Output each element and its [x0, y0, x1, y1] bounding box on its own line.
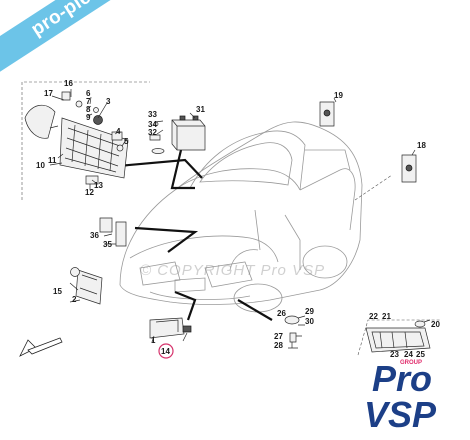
highlight-ring [158, 343, 174, 359]
callout-3: 3 [106, 97, 111, 106]
relay-group [99, 217, 127, 247]
repeater-group [319, 97, 417, 201]
callout-5: 5 [124, 137, 129, 146]
callout-33: 33 [148, 110, 157, 119]
logo-pro-text: Pro [372, 358, 433, 399]
callout-14: 14 [161, 347, 170, 356]
logo-group-text: GROUP [400, 360, 423, 366]
bulb [93, 115, 103, 125]
callout-27: 27 [274, 332, 283, 341]
lamp-reflector [24, 104, 56, 139]
callout-18: 18 [417, 141, 426, 150]
callout-17: 17 [44, 89, 53, 98]
callout-15: 15 [53, 287, 62, 296]
callout-10: 10 [36, 161, 45, 170]
callout-25: 25 [416, 350, 425, 359]
callout-numbers: 1 2 3 4 5 6 7 8 9 10 11 12 13 14 15 16 1… [36, 79, 440, 359]
callout-30: 30 [305, 317, 314, 326]
callout-8: 8 [86, 105, 91, 114]
callout-28: 28 [274, 341, 283, 350]
headlamp-leader-lines [49, 89, 127, 190]
callout-31: 31 [196, 105, 205, 114]
plate-light-group [284, 315, 306, 349]
callout-36: 36 [90, 231, 99, 240]
fog-lamp-group [69, 267, 103, 305]
front-arrow-icon [19, 337, 63, 357]
car-body-outline [119, 121, 363, 313]
callout-4: 4 [116, 127, 121, 136]
callout-35: 35 [103, 240, 112, 249]
callout-12: 12 [85, 188, 94, 197]
callout-19: 19 [334, 91, 343, 100]
callout-9: 9 [86, 113, 91, 122]
screw [75, 100, 83, 108]
logo-vsp-text: VSP [364, 394, 437, 435]
callout-34: 34 [148, 120, 157, 129]
callout-13: 13 [94, 181, 103, 190]
indicator-lens [149, 317, 185, 339]
rear-lamp-group [357, 319, 440, 356]
copyright-watermark: © COPYRIGHT Pro VSP [140, 262, 326, 279]
callout-16: 16 [64, 79, 73, 88]
headlamp-assembly [21, 81, 150, 200]
plate-lamp [284, 315, 300, 325]
callout-11: 11 [48, 156, 57, 165]
callout-21: 21 [382, 312, 391, 321]
location-pointers [117, 149, 273, 321]
relay-a [99, 217, 113, 233]
callout-29: 29 [305, 307, 314, 316]
relay-b [115, 221, 127, 247]
callout-22: 22 [369, 312, 378, 321]
callout-24: 24 [404, 350, 413, 359]
indicator-group [149, 317, 192, 343]
callout-32: 32 [148, 128, 157, 137]
fog-lamp [75, 269, 103, 305]
callout-20: 20 [431, 320, 440, 329]
callout-2: 2 [72, 295, 77, 304]
callout-7: 7 [86, 97, 91, 106]
brand-logo: Pro GROUP VSP [362, 358, 458, 436]
callout-26: 26 [277, 309, 286, 318]
callout-1: 1 [151, 336, 156, 345]
callout-6: 6 [86, 89, 91, 98]
callout-23: 23 [390, 350, 399, 359]
battery [171, 119, 206, 151]
battery-group [149, 112, 206, 154]
